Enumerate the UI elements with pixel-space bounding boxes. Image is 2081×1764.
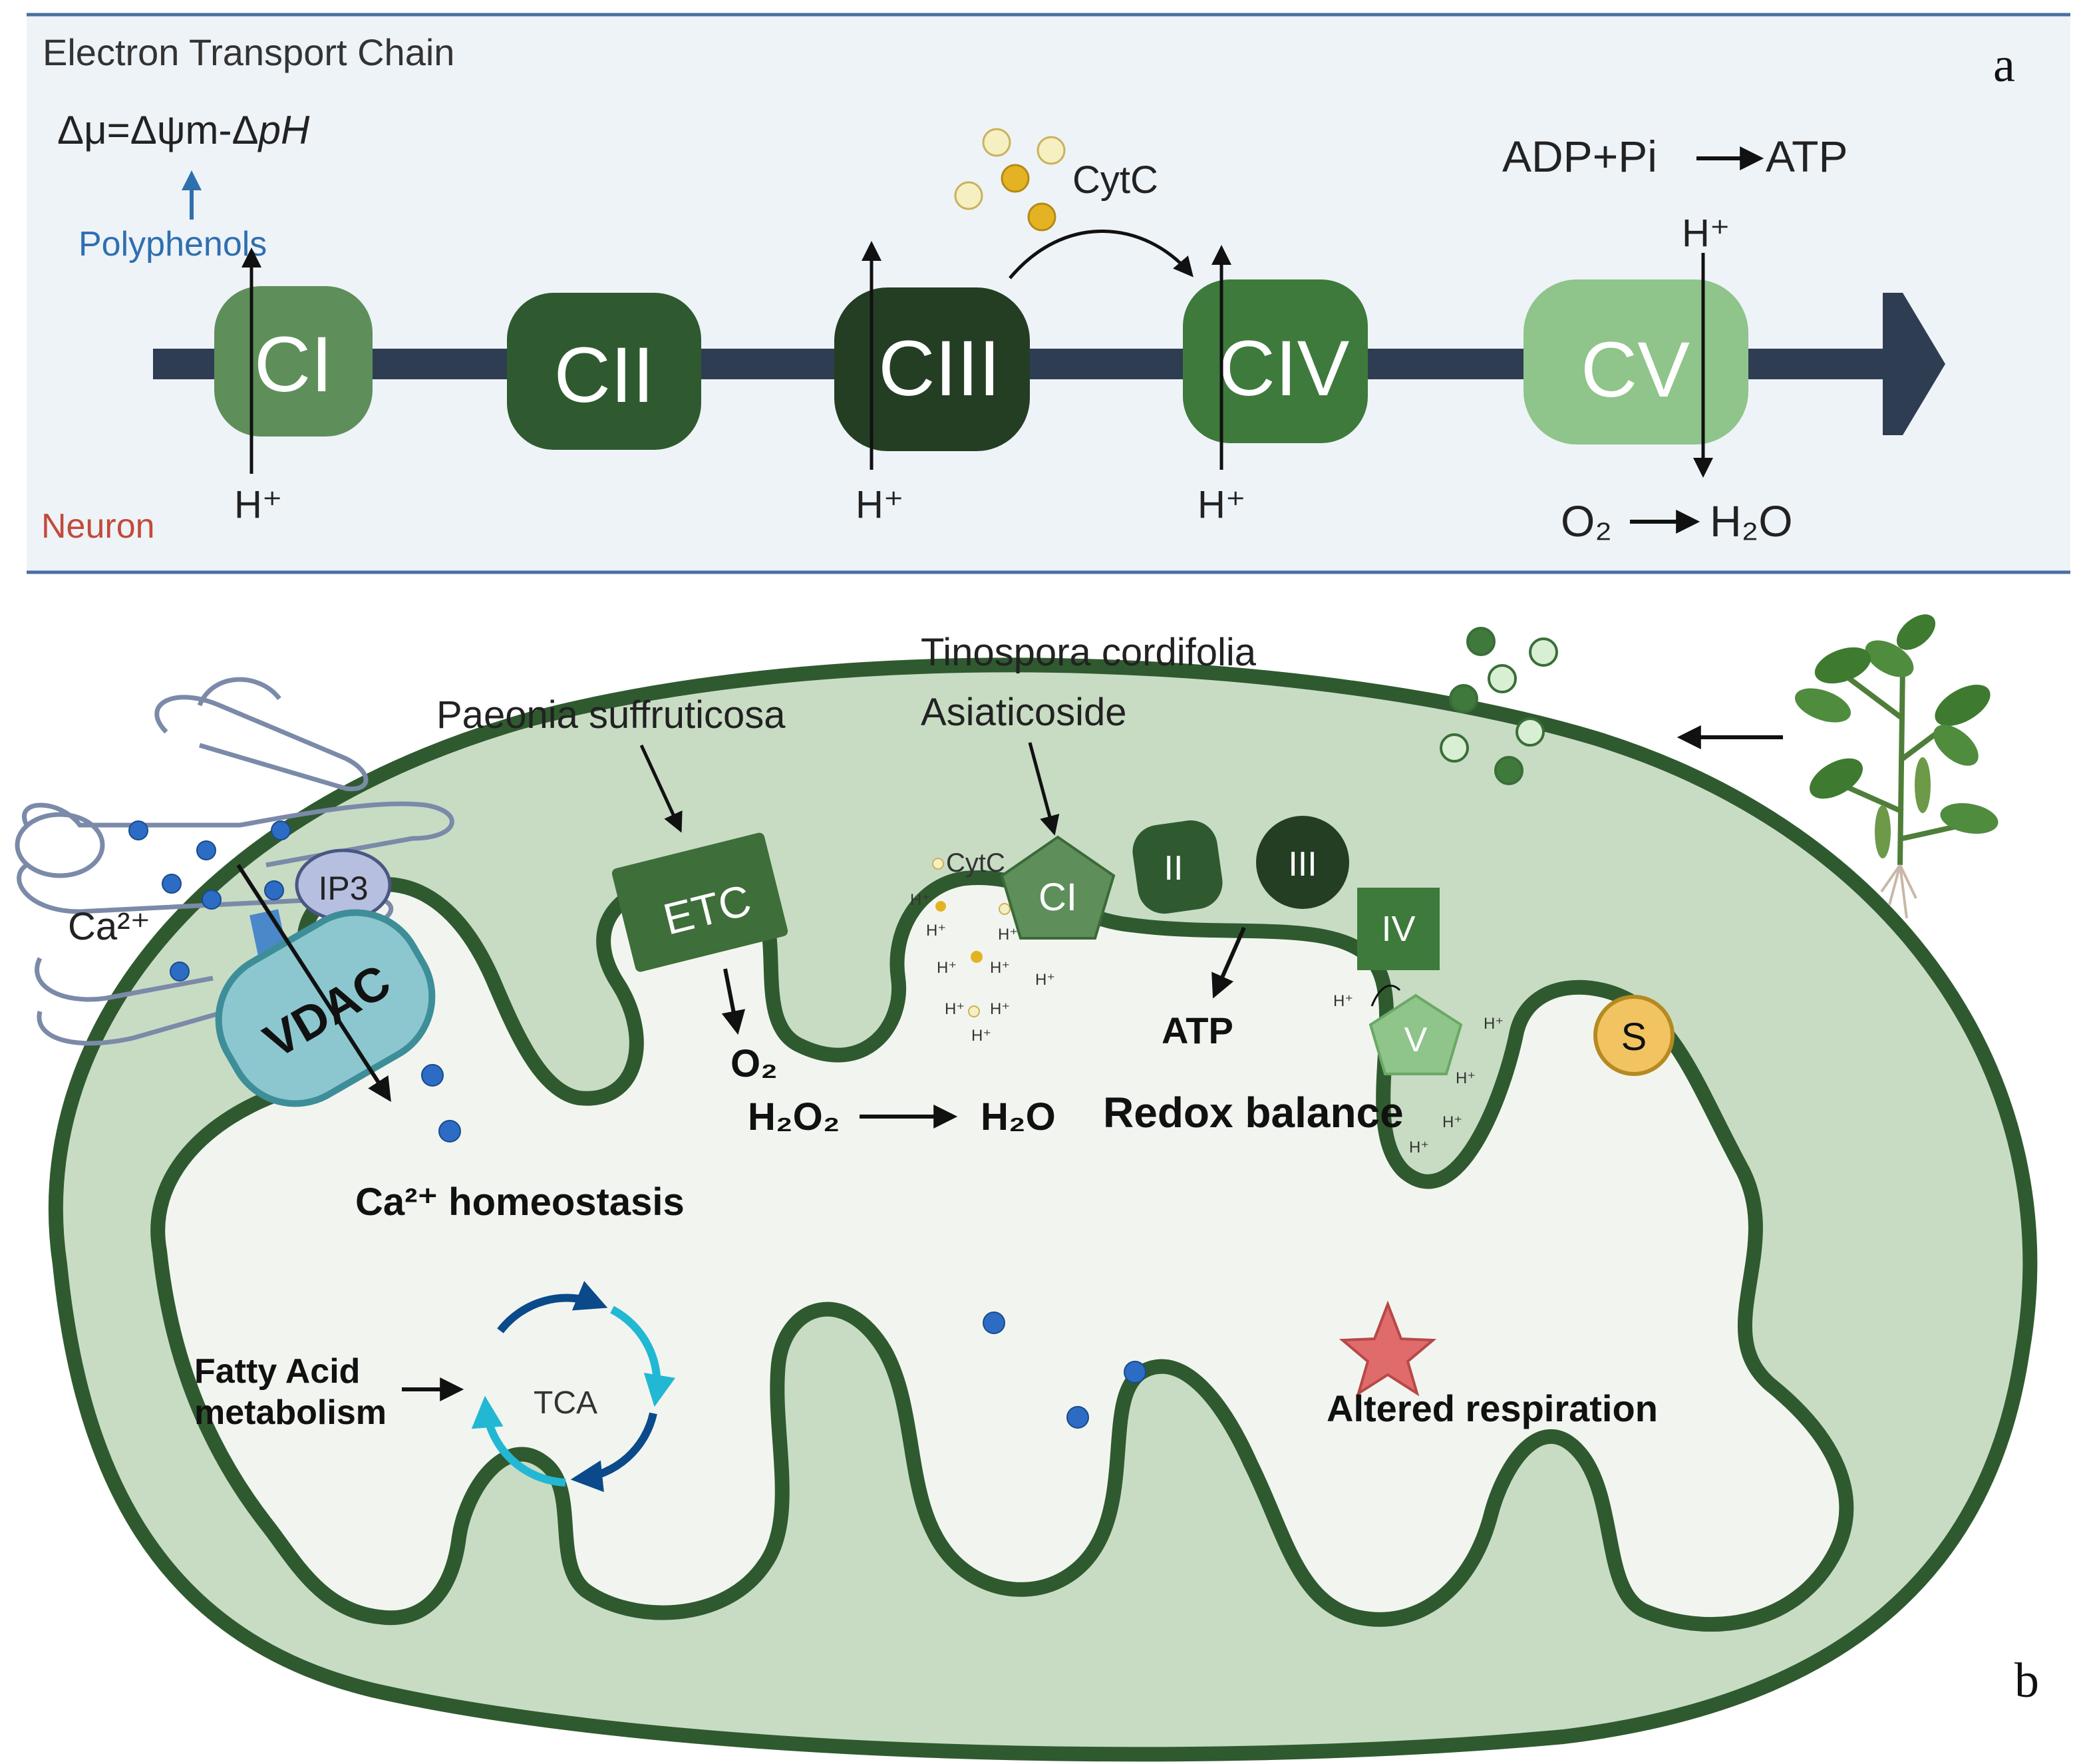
polyphenols-label: Polyphenols bbox=[79, 225, 267, 264]
svg-text:H⁺: H⁺ bbox=[926, 922, 946, 940]
asiaticoside-label: Asiaticoside bbox=[921, 691, 1126, 734]
hplus-civ: H⁺ bbox=[1198, 483, 1246, 526]
complex-cii-label: CII bbox=[554, 331, 655, 419]
panel-b: b Ca²⁺ IP3 VDAC bbox=[15, 614, 2039, 1762]
ip3-label: IP3 bbox=[318, 870, 368, 907]
membrane-potential-formula: Δμ=Δψm-ΔpH bbox=[57, 108, 310, 152]
s-protein bbox=[1593, 995, 1675, 1076]
complex-ii-shape bbox=[1132, 820, 1223, 914]
ca-flux-arrow bbox=[236, 864, 391, 1103]
complex-ci-pentagon bbox=[1000, 835, 1116, 940]
complex-civ-label: CIV bbox=[1219, 325, 1350, 413]
atp-label-b: ATP bbox=[1162, 1009, 1233, 1051]
svg-text:H⁺: H⁺ bbox=[1035, 971, 1055, 989]
tca-cycle-icon bbox=[471, 1281, 676, 1493]
svg-text:H⁺: H⁺ bbox=[990, 959, 1010, 977]
complex-ciii-box bbox=[834, 287, 1030, 451]
atp-production-arrow bbox=[1211, 926, 1246, 999]
complex-ci-label: CI bbox=[254, 321, 333, 409]
polyphenol-dots bbox=[1440, 627, 1558, 785]
ca-label-er: Ca²⁺ bbox=[68, 905, 150, 948]
svg-text:H⁺: H⁺ bbox=[990, 1000, 1010, 1018]
panel-a: Electron Transport Chain a Δμ=Δψm-ΔpH Po… bbox=[27, 13, 2070, 574]
complex-iii-label: III bbox=[1288, 845, 1317, 884]
adp-pi-text: ADP+Pi bbox=[1502, 132, 1657, 181]
svg-text:H⁺: H⁺ bbox=[1409, 1139, 1429, 1156]
cytc-dot bbox=[982, 128, 1011, 157]
etc-main-arrow-head bbox=[1883, 293, 1945, 435]
altered-respiration-label: Altered respiration bbox=[1327, 1387, 1658, 1429]
svg-text:H⁺: H⁺ bbox=[1333, 992, 1353, 1010]
svg-text:H⁺: H⁺ bbox=[998, 926, 1018, 944]
complex-ii-label: II bbox=[1164, 849, 1184, 888]
ca-ion-dot bbox=[1124, 1361, 1146, 1383]
h2o-text-a: H₂O bbox=[1710, 496, 1793, 546]
complex-civ-box bbox=[1183, 279, 1368, 443]
cytc-dot bbox=[1037, 136, 1066, 165]
svg-text:H⁺: H⁺ bbox=[937, 959, 957, 977]
altered-respiration-star-icon bbox=[1339, 1300, 1437, 1397]
atp-text-a: ATP bbox=[1766, 132, 1847, 181]
plant-icon bbox=[1794, 614, 1999, 919]
redox-balance-label: Redox balance bbox=[1103, 1089, 1404, 1137]
panel-b-label: b bbox=[2014, 1654, 2039, 1708]
h2o2-label: H₂O₂ bbox=[748, 1095, 840, 1139]
cytc-dot bbox=[1001, 164, 1030, 193]
s-label: S bbox=[1621, 1015, 1647, 1059]
tinospora-arrow bbox=[1028, 742, 1060, 836]
hplus-ci: H⁺ bbox=[234, 483, 283, 526]
hplus-small-labels: H⁺ H⁺ H⁺ H⁺ H⁺ H⁺ H⁺ H⁺ H⁺ H⁺ H⁺ H⁺ H⁺ H… bbox=[910, 891, 1504, 1156]
o2-label-b: O₂ bbox=[730, 1042, 778, 1085]
complex-ciii-label: CIII bbox=[878, 325, 1001, 413]
cytc-dot bbox=[954, 181, 983, 210]
panel-a-title: Electron Transport Chain bbox=[43, 31, 454, 73]
complex-cv-label: CV bbox=[1581, 326, 1690, 414]
cytc-transfer-arrow bbox=[1009, 230, 1194, 279]
etc-o2-arrow bbox=[721, 968, 746, 1035]
cytc-label-b: CytC bbox=[946, 848, 1005, 878]
ca-ion-dot bbox=[983, 1312, 1005, 1334]
hplus-ciii: H⁺ bbox=[856, 483, 904, 526]
svg-text:H⁺: H⁺ bbox=[945, 1000, 965, 1018]
endoplasmic-reticulum bbox=[15, 677, 454, 1046]
complex-ci-label-b: CI bbox=[1039, 876, 1077, 919]
panel-a-label: a bbox=[1993, 38, 2015, 92]
complex-cv-box bbox=[1523, 279, 1748, 444]
ca-homeostasis-label: Ca²⁺ homeostasis bbox=[355, 1180, 685, 1224]
complex-ci-box bbox=[214, 286, 373, 437]
svg-text:H⁺: H⁺ bbox=[1456, 1069, 1476, 1087]
ca-ion-dot bbox=[1066, 1406, 1089, 1429]
svg-text:H⁺: H⁺ bbox=[971, 1027, 991, 1045]
tca-label: TCA bbox=[534, 1385, 597, 1421]
cytc-small-dots bbox=[935, 901, 1011, 1017]
complex-v-pentagon bbox=[1368, 993, 1463, 1075]
etc-box bbox=[611, 832, 788, 972]
cytc-label-a: CytC bbox=[1072, 158, 1158, 202]
fatty-acid-label-1: Fatty Acid bbox=[194, 1352, 360, 1391]
svg-text:H⁺: H⁺ bbox=[1484, 1015, 1504, 1033]
ca-ion-dot bbox=[421, 1064, 444, 1087]
cytc-small-dot bbox=[932, 858, 944, 870]
paeonia-label: Paeonia suffruticosa bbox=[436, 693, 786, 737]
complex-v-label: V bbox=[1404, 1021, 1428, 1059]
complex-iii-shape bbox=[1256, 816, 1349, 909]
neuron-label: Neuron bbox=[41, 507, 155, 546]
cytc-dot bbox=[1027, 202, 1056, 232]
h2o-label-b: H₂O bbox=[981, 1095, 1056, 1139]
svg-text:H⁺: H⁺ bbox=[910, 891, 930, 909]
hplus-cv: H⁺ bbox=[1682, 212, 1730, 255]
fatty-acid-label-2: metabolism bbox=[194, 1393, 387, 1432]
complex-iv-shape bbox=[1357, 888, 1440, 970]
tinospora-label: Tinospora cordifolia bbox=[921, 631, 1257, 674]
svg-text:H⁺: H⁺ bbox=[1442, 1113, 1462, 1131]
mitochondrion-inner-membrane bbox=[150, 870, 1854, 1632]
paeonia-arrow bbox=[639, 744, 683, 833]
complex-iv-label: IV bbox=[1381, 909, 1415, 949]
ca-ion-dot bbox=[438, 1120, 461, 1143]
ca-ion-dots-er bbox=[128, 820, 291, 981]
proton-curve-arrow bbox=[1370, 984, 1401, 1007]
o2-text-a: O₂ bbox=[1561, 496, 1612, 546]
complex-cii-box bbox=[507, 293, 701, 450]
